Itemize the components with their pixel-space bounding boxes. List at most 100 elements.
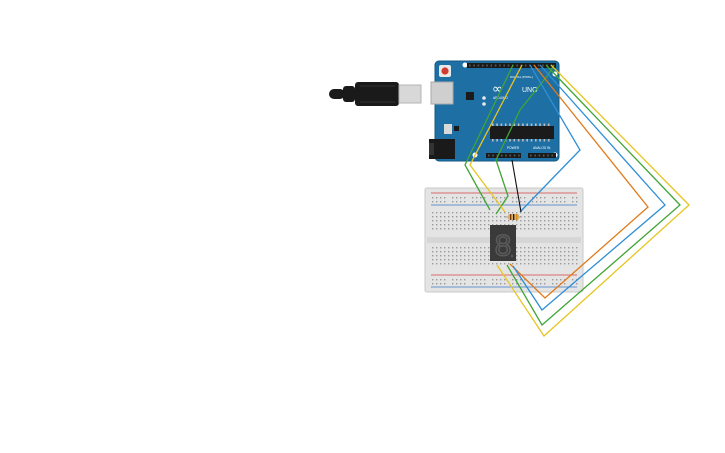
wire-orange[interactable] [509,64,649,299]
chip-pin [500,123,503,126]
breadboard-hole [472,279,474,281]
header-pin [516,64,518,67]
breadboard-hole [536,251,538,253]
breadboard-hole [556,259,558,261]
breadboard-hole [552,201,554,203]
chip-pin [509,123,511,126]
wire-blue-short[interactable] [519,64,581,213]
breadboard-hole [444,224,446,226]
breadboard-hole [464,255,466,257]
breadboard-hole [520,212,522,214]
breadboard-hole [448,220,450,222]
breadboard-hole [552,212,554,214]
breadboard-hole [432,228,434,230]
breadboard-hole [540,279,542,281]
breadboard-hole [568,251,570,253]
breadboard-hole [476,224,478,226]
wire-green-inner[interactable] [495,64,555,215]
breadboard-hole [540,259,542,261]
breadboard-hole [480,279,482,281]
breadboard-hole [540,251,542,253]
digital-header [467,63,556,68]
wire-green-left[interactable] [464,64,514,211]
breadboard-hole [524,220,526,222]
breadboard-hole [456,251,458,253]
breadboard-hole [444,283,446,285]
chip-pin [509,139,511,142]
breadboard-hole [436,224,438,226]
breadboard-hole [536,283,538,285]
header-pin [530,154,532,157]
wire-yellow-outer[interactable] [496,64,690,337]
header-pin [551,154,554,157]
breadboard-hole [460,201,462,203]
breadboard-hole [460,228,462,230]
wire-blue-long[interactable] [512,64,666,311]
reset-button[interactable] [441,67,449,75]
breadboard-hole [568,263,570,265]
breadboard-hole [564,283,566,285]
resistor[interactable] [505,214,522,220]
breadboard-hole [528,251,530,253]
seven-segment-display[interactable]: 8 [490,225,516,263]
wire-yellow-left[interactable] [469,64,523,213]
breadboard-hole [528,247,530,249]
arduino-uno-board[interactable]: ∞ UNO ARDUINO POWER ANALOG IN DIGITAL (P… [429,60,560,162]
breadboard-hole [472,228,474,230]
breadboard-hole [576,247,578,249]
breadboard-hole [432,259,434,261]
header-pin [503,64,505,67]
breadboard-hole [432,255,434,257]
led-indicator [482,96,486,100]
breadboard-hole [436,251,438,253]
breadboard-hole [464,247,466,249]
wire-green-outer[interactable] [506,64,681,327]
breadboard-hole [480,247,482,249]
breadboard-hole [520,224,522,226]
breadboard-hole [524,216,526,218]
chip-pin [535,123,537,126]
breadboard-hole [552,283,554,285]
breadboard-hole [532,259,534,261]
breadboard-hole [572,197,574,199]
chip-pin [547,123,550,126]
breadboard-hole [512,283,514,285]
breadboard-hole [552,197,554,199]
breadboard-hole [492,283,494,285]
breadboard-hole [576,220,578,222]
breadboard-hole [440,279,442,281]
breadboard-hole [484,251,486,253]
breadboard-hole [548,224,550,226]
resistor-band [510,214,512,220]
breadboard-hole [568,212,570,214]
breadboard-hole [468,251,470,253]
breadboard-hole [436,283,438,285]
breadboard-hole [560,263,562,265]
breadboard-hole [476,197,478,199]
breadboard-hole [468,247,470,249]
header-pin [469,64,471,67]
header-pin [477,64,480,67]
breadboard-hole [456,224,458,226]
breadboard-hole [432,247,434,249]
breadboard-hole [540,224,542,226]
breadboard-hole [524,247,526,249]
breadboard-hole [476,220,478,222]
breadboard-hole [484,224,486,226]
breadboard-hole [560,216,562,218]
wire-black-ground[interactable] [511,159,522,213]
breadboard-hole [564,255,566,257]
breadboard-hole [504,224,506,226]
header-pin [547,154,549,157]
breadboard-hole [556,283,558,285]
breadboard-hole [448,224,450,226]
chip-pin [530,139,533,142]
breadboard-hole [516,201,518,203]
breadboard-hole [436,263,438,265]
breadboard-hole [536,263,538,265]
usb-cable[interactable] [329,82,422,106]
breadboard-hole [524,224,526,226]
breadboard-hole [576,263,578,265]
breadboard-hole [540,255,542,257]
header-pin [496,154,499,157]
